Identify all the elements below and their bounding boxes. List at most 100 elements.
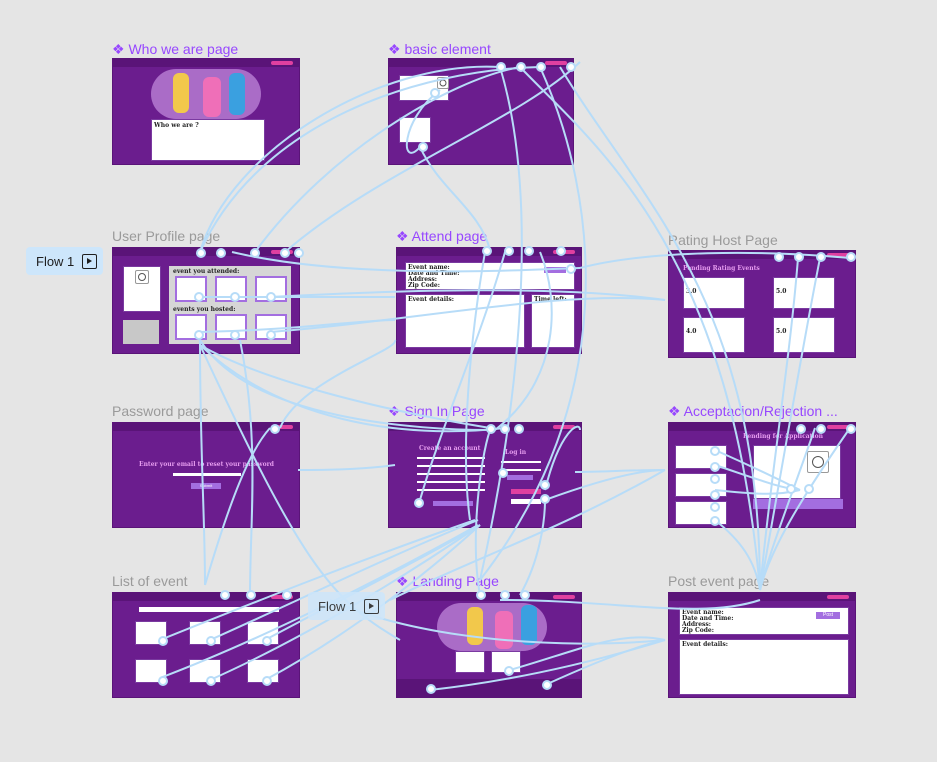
connector-node[interactable] — [566, 62, 576, 72]
rating-card: 5.0 — [773, 317, 835, 353]
connector-node[interactable] — [230, 330, 240, 340]
connector-node[interactable] — [710, 462, 720, 472]
connector-node[interactable] — [710, 490, 720, 500]
event-card — [189, 621, 221, 645]
connector-node[interactable] — [220, 590, 230, 600]
frame-label-post-event[interactable]: Post event page — [668, 573, 770, 589]
connector-node[interactable] — [566, 264, 576, 274]
connector-node[interactable] — [540, 494, 550, 504]
connector-node[interactable] — [500, 590, 510, 600]
connector-node[interactable] — [414, 498, 424, 508]
submit-button: Submit — [191, 483, 221, 489]
frame-label-attend[interactable]: ❖ Attend page — [396, 228, 488, 244]
frame-sign-in[interactable]: Create an account Log in — [388, 422, 582, 528]
connector-node[interactable] — [710, 446, 720, 456]
connector-node[interactable] — [500, 424, 510, 434]
connector-node[interactable] — [542, 680, 552, 690]
flow-starting-point[interactable]: Flow 1 — [308, 592, 386, 620]
connector-node[interactable] — [804, 484, 814, 494]
connector-node[interactable] — [540, 480, 550, 490]
connector-node[interactable] — [158, 636, 168, 646]
connector-node[interactable] — [206, 676, 216, 686]
connector-node[interactable] — [524, 246, 534, 256]
connector-node[interactable] — [230, 292, 240, 302]
connector-node[interactable] — [846, 252, 856, 262]
connector-node[interactable] — [430, 88, 440, 98]
element-card — [399, 117, 431, 143]
connector-node[interactable] — [482, 246, 492, 256]
connector-node[interactable] — [194, 292, 204, 302]
frame-attend[interactable]: Event name: Date and Time: Address: Zip … — [396, 247, 582, 354]
connector-node[interactable] — [206, 636, 216, 646]
prototype-flow-icon[interactable] — [364, 598, 380, 614]
frame-label-sign-in[interactable]: ❖ Sign In Page — [388, 403, 485, 419]
connector-node[interactable] — [194, 330, 204, 340]
connector-node[interactable] — [280, 248, 290, 258]
event-card — [175, 276, 207, 302]
nav-button — [271, 61, 293, 65]
connector-node[interactable] — [486, 424, 496, 434]
frame-label-password[interactable]: Password page — [112, 403, 209, 419]
frame-post-event[interactable]: Event name: Date and Time: Address: Zip … — [668, 592, 856, 698]
password-prompt: Enter your email to reset your password — [139, 461, 274, 468]
connector-node[interactable] — [250, 248, 260, 258]
action-bar — [753, 499, 843, 509]
profile-card — [123, 266, 161, 312]
connector-node[interactable] — [556, 246, 566, 256]
component-icon: ❖ — [668, 403, 684, 419]
flow-starting-point[interactable]: Flow 1 — [26, 247, 104, 275]
connector-node[interactable] — [496, 62, 506, 72]
connector-node[interactable] — [516, 62, 526, 72]
connector-node[interactable] — [196, 248, 206, 258]
connector-node[interactable] — [796, 424, 806, 434]
connector-node[interactable] — [710, 474, 720, 484]
connector-node[interactable] — [710, 516, 720, 526]
frame-basic-element[interactable] — [388, 58, 574, 165]
frame-label-landing[interactable]: ❖ Landing Page — [396, 573, 499, 589]
connector-node[interactable] — [282, 590, 292, 600]
frame-label-acceptation[interactable]: ❖ Acceptacion/Rejection ... — [668, 403, 838, 419]
connector-node[interactable] — [266, 330, 276, 340]
connector-node[interactable] — [216, 248, 226, 258]
connector-node[interactable] — [514, 424, 524, 434]
connector-node[interactable] — [786, 484, 796, 494]
frame-label-user-profile[interactable]: User Profile page — [112, 228, 221, 244]
rating-score: 4.0 — [686, 328, 697, 335]
connector-node[interactable] — [476, 590, 486, 600]
figure — [203, 77, 221, 117]
frame-label-list-event[interactable]: List of event — [112, 573, 188, 589]
prototype-flow-icon[interactable] — [82, 253, 98, 269]
connector-node[interactable] — [816, 424, 826, 434]
nav-bar — [669, 251, 855, 259]
frame-password[interactable]: Enter your email to reset your password … — [112, 422, 300, 528]
connector-node[interactable] — [816, 252, 826, 262]
connector-node[interactable] — [498, 468, 508, 478]
connector-node[interactable] — [418, 142, 428, 152]
connector-node[interactable] — [794, 252, 804, 262]
connector-node[interactable] — [294, 248, 304, 258]
frame-label-rating-host[interactable]: Rating Host Page — [668, 232, 778, 248]
connector-node[interactable] — [504, 666, 514, 676]
who-we-are-heading: Who we are ? — [154, 122, 199, 129]
connector-node[interactable] — [262, 636, 272, 646]
connector-node[interactable] — [710, 502, 720, 512]
connector-node[interactable] — [504, 246, 514, 256]
frame-label-who-we-are[interactable]: ❖ Who we are page — [112, 41, 239, 57]
event-card — [189, 659, 221, 683]
frame-who-we-are[interactable]: Who we are ? — [112, 58, 300, 165]
connector-node[interactable] — [536, 62, 546, 72]
frame-acceptation[interactable]: Pending for Application — [668, 422, 856, 528]
connector-node[interactable] — [846, 424, 856, 434]
frame-landing[interactable] — [396, 592, 582, 698]
connector-node[interactable] — [270, 424, 280, 434]
connector-node[interactable] — [520, 590, 530, 600]
connector — [297, 464, 396, 471]
connector-node[interactable] — [426, 684, 436, 694]
connector-node[interactable] — [246, 590, 256, 600]
frame-rating-host[interactable]: Pending Rating Events 3.0 5.0 4.0 5.0 — [668, 250, 856, 358]
connector-node[interactable] — [266, 292, 276, 302]
frame-label-basic-element[interactable]: ❖ basic element — [388, 41, 491, 57]
connector-node[interactable] — [262, 676, 272, 686]
connector-node[interactable] — [774, 252, 784, 262]
connector-node[interactable] — [158, 676, 168, 686]
